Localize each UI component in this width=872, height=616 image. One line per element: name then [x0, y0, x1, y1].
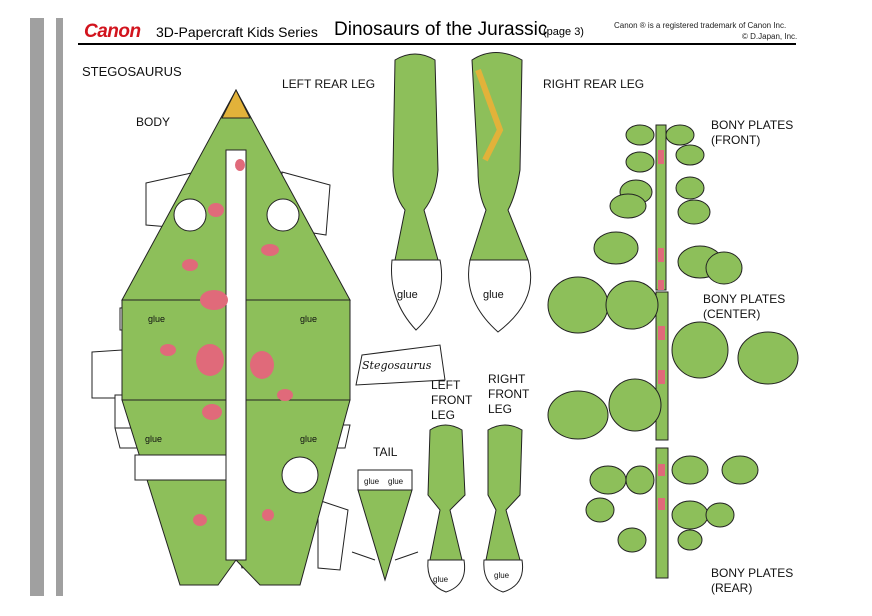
glue-tab-label: glue — [300, 434, 318, 444]
body-label: BODY — [136, 115, 171, 129]
body-spots — [160, 159, 293, 526]
left-margin-bar-1 — [30, 18, 44, 596]
bony-plates-front-label: BONY PLATES (FRONT) — [711, 118, 793, 148]
name-tag: Stegosaurus — [362, 359, 432, 372]
glue-tab-label: glue — [145, 434, 163, 444]
dinosaur-name: STEGOSAURUS — [82, 64, 182, 79]
left-margin-bar-2 — [56, 18, 63, 596]
tail-label: TAIL — [373, 445, 398, 459]
glue-tab-label: glue — [433, 575, 449, 584]
glue-tab-label: glue — [300, 314, 318, 324]
glue-tab-label: glue — [483, 289, 504, 301]
glue-tab-label: glue — [494, 571, 510, 580]
bony-plates-rear-line2: (REAR) — [711, 581, 753, 595]
bony-plates-rear-line1: BONY PLATES — [711, 566, 794, 580]
right-front-leg-label: RIGHT FRONT LEG — [488, 372, 529, 417]
page-title: Dinosaurs of the Jurassic — [334, 19, 548, 40]
left-front-leg-line3: LEG — [431, 408, 456, 422]
left-rear-leg-piece — [391, 53, 443, 331]
plate-spots — [658, 150, 665, 510]
bony-plates-front-line1: BONY PLATES — [711, 118, 794, 132]
right-rear-leg-piece — [468, 52, 532, 333]
trademark-notice: Canon ® is a registered trademark of Can… — [614, 21, 787, 30]
left-front-leg-line2: FRONT — [431, 393, 473, 407]
page-number: (page 3) — [543, 26, 584, 38]
series-title: 3D-Papercraft Kids Series — [156, 24, 318, 40]
right-front-leg-line1: RIGHT — [488, 372, 526, 386]
bony-plates-front-line2: (FRONT) — [711, 133, 761, 147]
bony-plates — [547, 124, 799, 579]
right-front-leg-piece — [483, 424, 524, 593]
bony-plates-center-line1: BONY PLATES — [703, 292, 786, 306]
copyright-notice: © D.Japan, Inc. — [742, 32, 798, 41]
right-front-leg-line3: LEG — [488, 402, 513, 416]
right-rear-leg-label: RIGHT REAR LEG — [543, 77, 645, 91]
left-front-leg-label: LEFT FRONT LEG — [431, 378, 472, 423]
bony-plates-center-line2: (CENTER) — [703, 307, 761, 321]
header-rule — [78, 43, 796, 45]
glue-tab-label: glue — [148, 314, 166, 324]
left-front-leg-line1: LEFT — [431, 378, 461, 392]
left-front-leg-piece — [427, 424, 466, 593]
glue-tab-label: glue — [364, 477, 380, 486]
tail-piece — [351, 469, 419, 582]
body-piece — [91, 88, 446, 586]
right-front-leg-line2: FRONT — [488, 387, 530, 401]
bony-plates-center-label: BONY PLATES (CENTER) — [703, 292, 785, 322]
glue-tab-label: glue — [388, 477, 404, 486]
canon-logo: Canon — [84, 21, 141, 42]
left-rear-leg-label: LEFT REAR LEG — [282, 77, 376, 91]
bony-plates-rear-label: BONY PLATES (REAR) — [711, 566, 793, 596]
glue-tab-label: glue — [397, 289, 418, 301]
